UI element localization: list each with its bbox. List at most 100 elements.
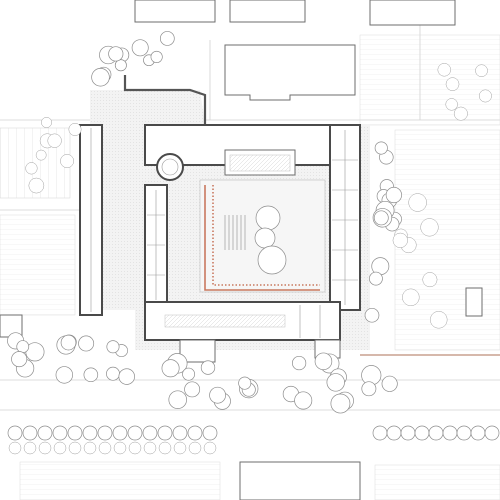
tree xyxy=(470,425,486,441)
rotunda xyxy=(156,153,184,181)
tree xyxy=(392,232,408,248)
tree xyxy=(108,46,124,62)
parking-right xyxy=(359,34,500,126)
tree xyxy=(106,340,120,354)
tree xyxy=(168,390,187,409)
tree xyxy=(381,375,398,392)
building-north xyxy=(224,44,356,101)
boundary-wall-north xyxy=(123,75,207,125)
tree xyxy=(238,376,252,390)
tree xyxy=(414,425,430,441)
tree xyxy=(294,391,313,410)
tree xyxy=(188,441,202,455)
tree xyxy=(172,425,188,441)
tree xyxy=(37,425,53,441)
tree xyxy=(330,393,351,414)
block-bottom-left xyxy=(19,461,221,500)
tree xyxy=(456,425,472,441)
tree xyxy=(420,218,439,237)
tree xyxy=(202,425,218,441)
tree xyxy=(408,193,427,212)
tree xyxy=(38,441,52,455)
tree xyxy=(157,425,173,441)
tree xyxy=(402,288,420,307)
tree xyxy=(428,425,444,441)
building-top-right xyxy=(369,0,456,26)
tree xyxy=(52,425,68,441)
tree xyxy=(430,311,448,329)
tree xyxy=(91,68,110,87)
courtyard-tree xyxy=(257,245,287,275)
tree xyxy=(8,441,22,455)
tree xyxy=(7,425,23,441)
tree xyxy=(143,441,157,455)
tree xyxy=(112,425,128,441)
tree xyxy=(25,162,38,175)
tree xyxy=(150,50,163,63)
tree xyxy=(35,149,47,161)
tree xyxy=(159,31,175,46)
tree xyxy=(445,77,460,91)
tree xyxy=(209,386,226,404)
tree xyxy=(453,106,468,121)
tree xyxy=(127,425,143,441)
building-top-mid xyxy=(229,0,306,23)
tree xyxy=(203,441,217,455)
tree xyxy=(437,63,451,77)
tree xyxy=(97,425,113,441)
tree xyxy=(161,359,180,378)
tree xyxy=(158,441,172,455)
tree xyxy=(182,367,196,381)
tree xyxy=(23,441,37,455)
tree xyxy=(83,367,99,383)
courtyard-seating xyxy=(224,215,246,250)
courtyard-tree xyxy=(254,227,276,249)
tree xyxy=(173,441,187,455)
tree xyxy=(292,355,307,371)
tree xyxy=(114,59,127,72)
tree xyxy=(113,441,127,455)
tree xyxy=(106,366,120,381)
tree xyxy=(442,425,458,441)
tree xyxy=(83,441,97,455)
tree xyxy=(16,340,30,353)
main-complex xyxy=(79,75,361,363)
tree xyxy=(385,186,402,204)
tree xyxy=(422,272,438,288)
tree xyxy=(82,425,98,441)
tree xyxy=(28,177,45,194)
tree xyxy=(22,425,38,441)
tree xyxy=(326,373,345,392)
tree xyxy=(400,425,416,441)
courtyard-colonnade xyxy=(204,185,320,291)
tree xyxy=(475,64,488,77)
trees xyxy=(7,31,500,455)
tree xyxy=(142,425,158,441)
tree xyxy=(128,441,142,455)
building-right-small xyxy=(465,287,483,317)
tree xyxy=(364,307,380,323)
tree xyxy=(55,366,74,384)
tree xyxy=(11,351,28,368)
tree xyxy=(184,381,201,398)
block-bottom-right xyxy=(374,464,500,500)
tree xyxy=(68,122,82,136)
tree xyxy=(374,141,388,155)
tree xyxy=(200,360,216,375)
tree xyxy=(53,441,67,455)
field-left xyxy=(0,214,76,316)
tree xyxy=(118,368,135,385)
tree xyxy=(131,39,149,57)
tree xyxy=(47,133,62,148)
tree xyxy=(361,381,377,397)
tree xyxy=(68,441,82,455)
tree xyxy=(78,335,95,352)
tree xyxy=(373,210,389,226)
tree xyxy=(478,89,492,103)
courtyard-tree xyxy=(255,205,281,231)
tree xyxy=(386,425,402,441)
tree xyxy=(314,352,333,371)
tree xyxy=(187,425,203,441)
